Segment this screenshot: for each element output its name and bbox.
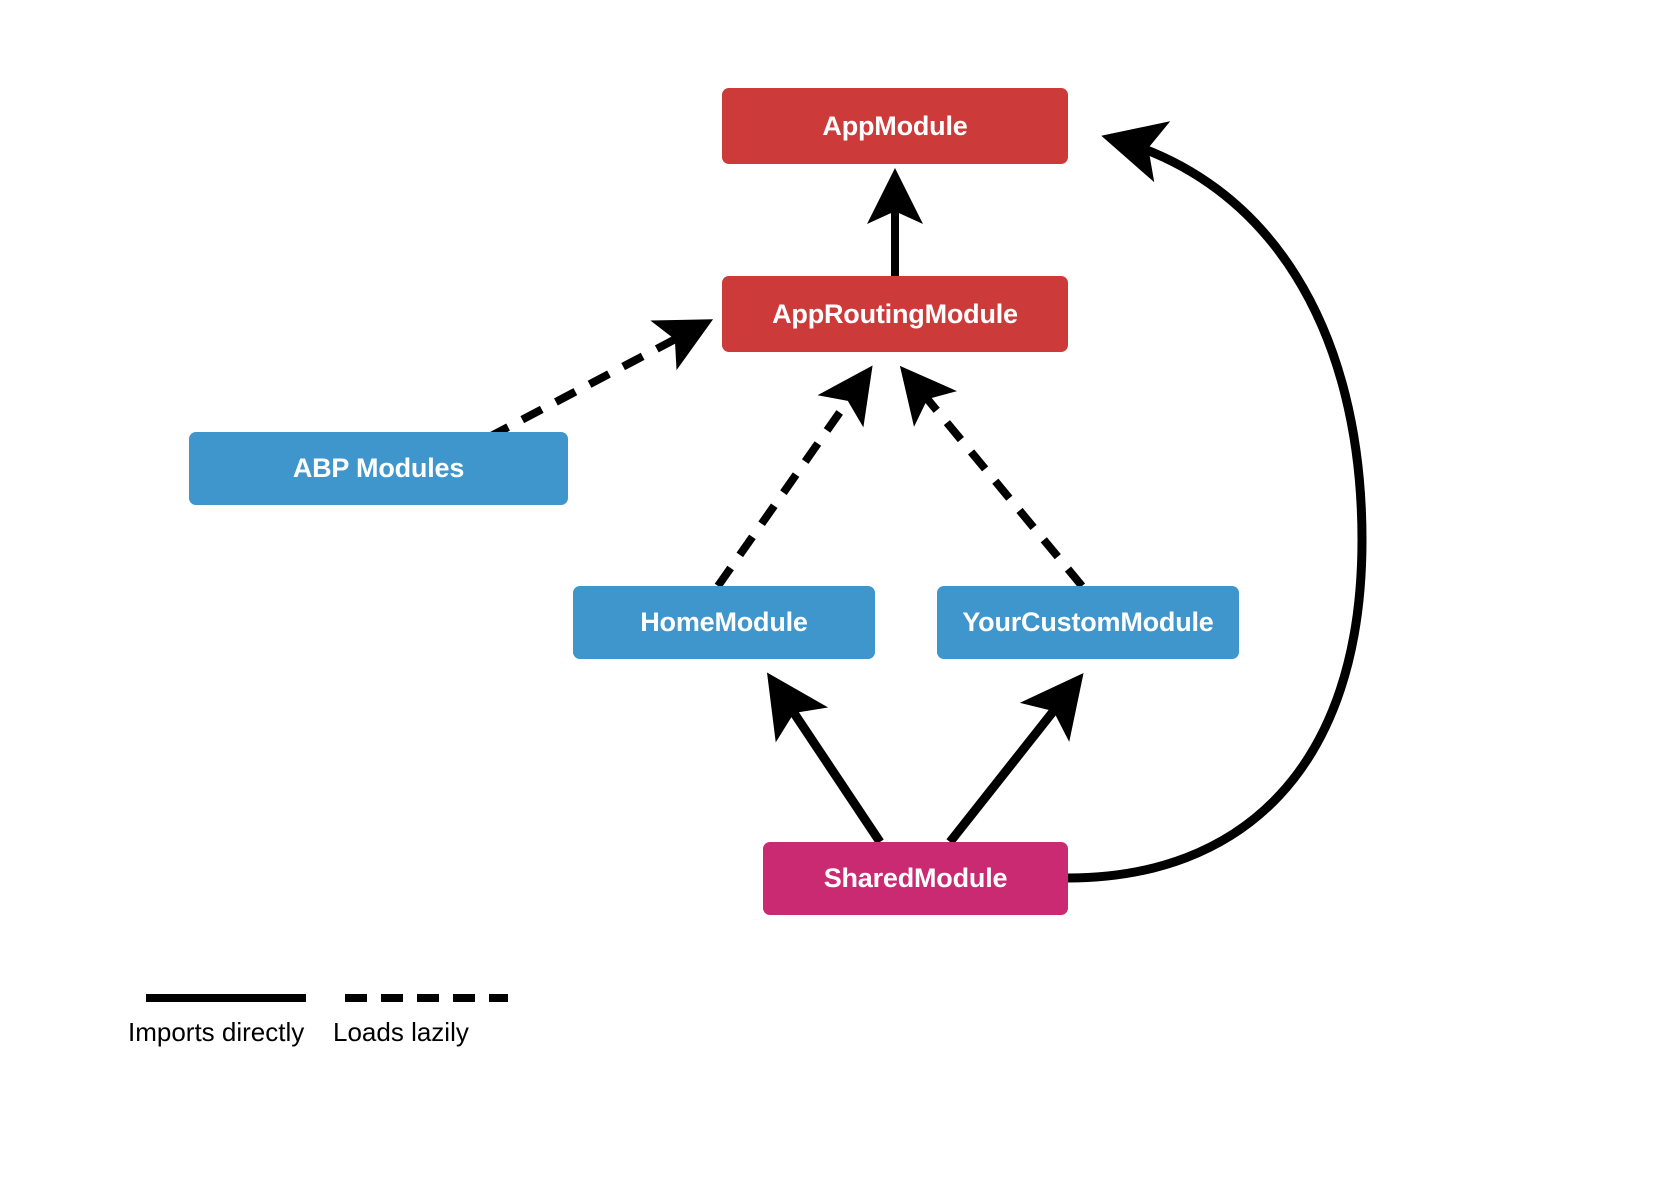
node-appmodule-label: AppModule — [822, 110, 968, 141]
edge-yourcustommodule-to-approutingmodule — [899, 365, 1086, 589]
node-homemodule[interactable]: HomeModule — [573, 586, 875, 659]
node-abp-modules-label: ABP Modules — [292, 453, 465, 483]
edge-sharedmodule-to-yourcustommodule — [946, 672, 1084, 845]
node-sharedmodule-label: SharedModule — [823, 863, 1008, 893]
edge-sharedmodule-to-homemodule — [767, 672, 884, 845]
edge-sharedmodule-to-appmodule — [1067, 121, 1367, 883]
edge-homemodule-to-approutingmodule — [714, 365, 873, 589]
node-yourcustommodule[interactable]: YourCustomModule — [937, 586, 1239, 659]
legend-solid-line-swatch — [146, 994, 306, 1002]
node-approutingmodule-label: AppRoutingModule — [772, 298, 1018, 329]
node-sharedmodule[interactable]: SharedModule — [763, 842, 1068, 915]
node-yourcustommodule-label: YourCustomModule — [962, 607, 1214, 637]
node-abp-modules[interactable]: ABP Modules — [189, 432, 568, 505]
legend-dashed-label: Loads lazily — [333, 1017, 469, 1047]
node-homemodule-label: HomeModule — [640, 607, 808, 637]
node-appmodule[interactable]: AppModule — [722, 88, 1068, 164]
legend-solid-label: Imports directly — [128, 1017, 305, 1047]
legend-dashed-line-swatch — [345, 994, 508, 1002]
node-approutingmodule[interactable]: AppRoutingModule — [722, 276, 1068, 352]
